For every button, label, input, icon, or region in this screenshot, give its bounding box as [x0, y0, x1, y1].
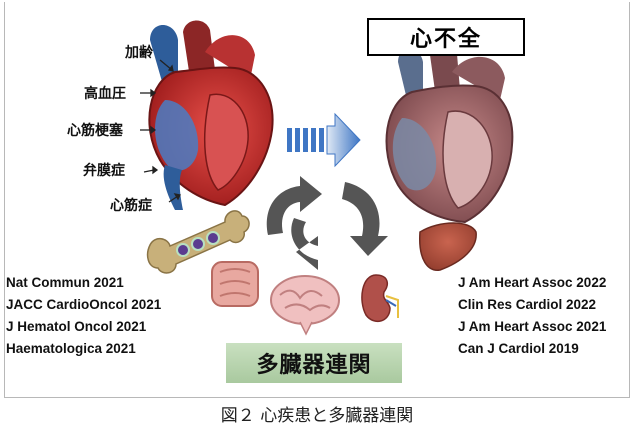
- kidney-icon: [362, 275, 398, 321]
- brain-icon: [271, 276, 339, 334]
- liver-icon: [420, 223, 476, 270]
- reference-item: J Am Heart Assoc 2022: [458, 272, 606, 294]
- risk-factor-myocardial-infarction: 心筋梗塞: [67, 120, 123, 140]
- reference-item: Can J Cardiol 2019: [458, 338, 606, 360]
- risk-factor-cardiomyopathy: 心筋症: [110, 195, 152, 215]
- left-reference-list: Nat Commun 2021 JACC CardioOncol 2021 J …: [6, 272, 161, 360]
- progression-arrow-icon: [287, 114, 360, 166]
- reference-item: Haematologica 2021: [6, 338, 161, 360]
- failing-heart-icon: [387, 44, 513, 222]
- right-reference-list: J Am Heart Assoc 2022 Clin Res Cardiol 2…: [458, 272, 606, 360]
- intestine-icon: [212, 262, 258, 306]
- reference-item: J Hematol Oncol 2021: [6, 316, 161, 338]
- reference-item: J Am Heart Assoc 2021: [458, 316, 606, 338]
- risk-factor-valvular-disease: 弁膜症: [83, 160, 125, 180]
- multi-organ-linkage-label: 多臓器連関: [226, 343, 402, 383]
- risk-factor-hypertension: 高血圧: [84, 83, 126, 103]
- heart-failure-title: 心不全: [367, 18, 525, 56]
- healthy-heart-icon: [149, 20, 272, 210]
- cycle-arrows-icon: [267, 176, 388, 270]
- reference-item: Clin Res Cardiol 2022: [458, 294, 606, 316]
- reference-item: Nat Commun 2021: [6, 272, 161, 294]
- figure-caption: 図２ 心疾患と多臓器連関: [0, 401, 634, 426]
- reference-item: JACC CardioOncol 2021: [6, 294, 161, 316]
- risk-factor-aging: 加齢: [125, 42, 153, 62]
